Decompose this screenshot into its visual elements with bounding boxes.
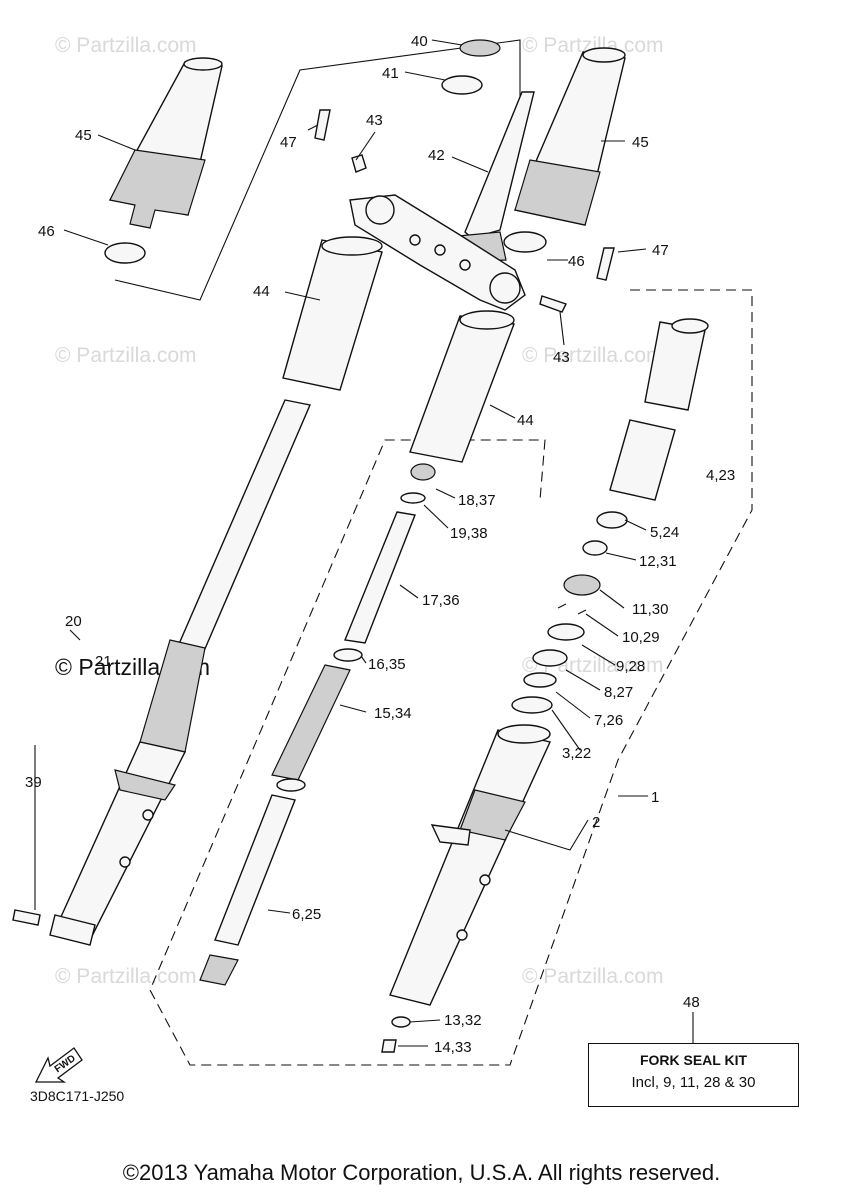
callout-45-right: 45 bbox=[632, 134, 649, 151]
bolt-43-right bbox=[539, 295, 567, 313]
washer-13 bbox=[391, 1016, 411, 1028]
inner-tube-4-top bbox=[644, 321, 706, 411]
watermark: © Partzilla.com bbox=[55, 344, 197, 367]
bushing-5 bbox=[596, 511, 628, 529]
bushing-7 bbox=[523, 672, 557, 688]
copyright-notice: ©2013 Yamaha Motor Corporation, U.S.A. A… bbox=[122, 1160, 721, 1185]
rebound-spring bbox=[199, 954, 239, 986]
damper-rod-6 bbox=[214, 794, 296, 946]
cap-bolt-18 bbox=[410, 463, 436, 481]
callout-15-34: 15,34 bbox=[374, 705, 412, 722]
nut-40 bbox=[459, 39, 501, 57]
watermark: © Partzilla.com bbox=[522, 344, 664, 367]
callout-46-left: 46 bbox=[38, 223, 55, 240]
callout-3-22: 3,22 bbox=[562, 745, 591, 762]
callout-41: 41 bbox=[382, 65, 399, 82]
callout-44-right: 44 bbox=[517, 412, 534, 429]
callout-21: 21 bbox=[95, 653, 112, 670]
drawing-code: 3D8C171-J250 bbox=[30, 1088, 125, 1104]
callout-19-38: 19,38 bbox=[450, 525, 488, 542]
ring-piston bbox=[276, 778, 306, 792]
callout-12-31: 12,31 bbox=[639, 553, 677, 570]
spring-15 bbox=[271, 664, 351, 781]
right-fork-assembly bbox=[381, 318, 709, 1053]
watermark: © Partzilla.com bbox=[55, 965, 197, 988]
o-ring-19 bbox=[400, 492, 426, 504]
callout-1: 1 bbox=[651, 789, 659, 806]
drain-bolt-14 bbox=[381, 1039, 397, 1053]
callout-48: 48 bbox=[683, 994, 700, 1011]
cover-44-left bbox=[282, 236, 383, 391]
callout-18-37: 18,37 bbox=[458, 492, 496, 509]
seal-3 bbox=[511, 696, 553, 714]
clip-10 bbox=[557, 603, 587, 615]
callout-20: 20 bbox=[65, 613, 82, 630]
left-fork-assembly bbox=[12, 399, 311, 946]
washer-41 bbox=[441, 75, 483, 95]
callouts: 40 41 42 43 47 45 45 46 46 47 44 44 43 1… bbox=[25, 33, 735, 1056]
callout-44-left: 44 bbox=[253, 283, 270, 300]
watermark: © Partzilla.com bbox=[522, 965, 664, 988]
bolt-47-left bbox=[314, 109, 331, 141]
cover-44-right bbox=[409, 310, 515, 463]
inner-tube-4-bottom bbox=[609, 419, 676, 501]
callout-5-24: 5,24 bbox=[650, 524, 679, 541]
bushing-12 bbox=[582, 540, 608, 556]
dust-seal-11 bbox=[563, 574, 601, 596]
callout-6-25: 6,25 bbox=[292, 906, 321, 923]
callout-10-29: 10,29 bbox=[622, 629, 660, 646]
spacer-17 bbox=[344, 511, 416, 644]
fwd-arrow-icon: FWD bbox=[34, 1047, 83, 1083]
inner-parts bbox=[199, 463, 436, 986]
callout-46-right: 46 bbox=[568, 253, 585, 270]
callout-14-33: 14,33 bbox=[434, 1039, 472, 1056]
washer-46-left bbox=[104, 242, 146, 264]
callout-8-27: 8,27 bbox=[604, 684, 633, 701]
washer-16 bbox=[333, 648, 363, 662]
bolt-43-left bbox=[351, 154, 367, 173]
washer-46-right bbox=[503, 231, 547, 253]
kit-description: Incl, 9, 11, 28 & 30 bbox=[631, 1074, 756, 1091]
watermark: © Partzilla.com bbox=[522, 34, 664, 57]
callout-4-23: 4,23 bbox=[706, 467, 735, 484]
fork-cover-left bbox=[108, 57, 223, 229]
washer-8 bbox=[532, 649, 568, 667]
oil-seal-9 bbox=[547, 623, 585, 641]
callout-17-36: 17,36 bbox=[422, 592, 460, 609]
kit-title: FORK SEAL KIT bbox=[639, 1052, 748, 1068]
bolt-47-right bbox=[596, 247, 615, 281]
fork-cover-right bbox=[514, 47, 626, 226]
callout-11-30: 11,30 bbox=[632, 601, 668, 618]
callout-47-left: 47 bbox=[280, 134, 297, 151]
callout-9-28: 9,28 bbox=[616, 658, 645, 675]
callout-42: 42 bbox=[428, 147, 445, 164]
outer-tube-2 bbox=[389, 729, 551, 1006]
lower-bracket bbox=[349, 194, 526, 311]
callout-43-top: 43 bbox=[366, 112, 383, 129]
watermark: © Partzilla.com bbox=[55, 34, 197, 57]
callout-13-32: 13,32 bbox=[444, 1012, 482, 1029]
fork-seal-kit-box: FORK SEAL KIT Incl, 9, 11, 28 & 30 bbox=[588, 1043, 799, 1107]
callout-2: 2 bbox=[592, 814, 600, 831]
callout-47-right: 47 bbox=[652, 242, 669, 259]
callout-7-26: 7,26 bbox=[594, 712, 623, 729]
callout-40: 40 bbox=[411, 33, 428, 50]
callout-43-bottom: 43 bbox=[553, 349, 570, 366]
callout-45-left: 45 bbox=[75, 127, 92, 144]
leader-lines bbox=[34, 39, 694, 1047]
callout-16-35: 16,35 bbox=[368, 656, 406, 673]
callout-39: 39 bbox=[25, 774, 42, 791]
